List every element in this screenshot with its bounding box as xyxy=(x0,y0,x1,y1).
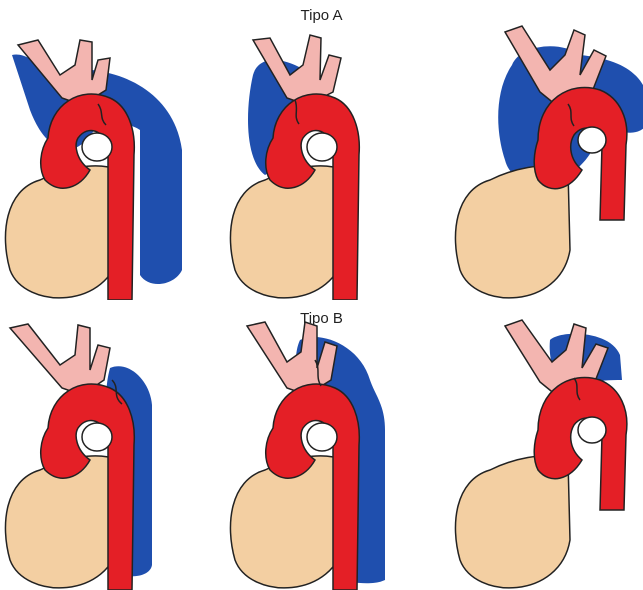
type-b-panel-3 xyxy=(450,310,643,590)
type-b-panel-1 xyxy=(0,310,200,590)
type-a-panel-3 xyxy=(450,20,643,300)
arch-lumen xyxy=(578,417,606,443)
arch-lumen xyxy=(307,133,337,161)
arch-lumen xyxy=(82,423,112,451)
type-b-panel-2 xyxy=(225,310,425,590)
arch-lumen xyxy=(82,133,112,161)
type-a-panel-1 xyxy=(0,20,200,300)
arch-lumen xyxy=(307,423,337,451)
type-a-panel-2 xyxy=(225,20,425,300)
aortic-dissection-figure: Tipo A Tipo B xyxy=(0,0,643,578)
arch-lumen xyxy=(578,127,606,153)
